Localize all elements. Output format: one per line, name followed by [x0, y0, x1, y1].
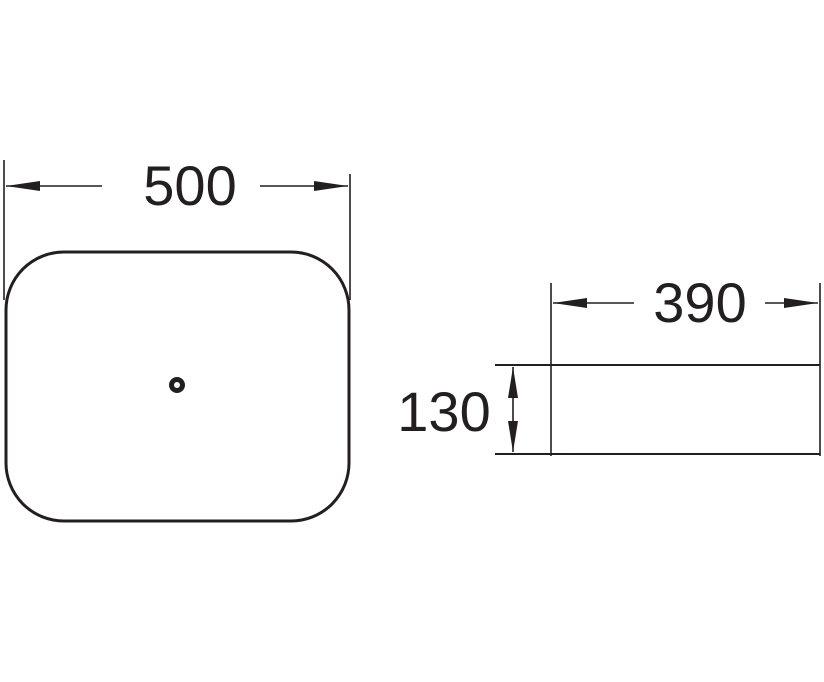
depth-arrow-left: [553, 298, 587, 308]
basin-top-outline: [4, 250, 351, 523]
depth-arrow-right: [784, 298, 818, 308]
height-label: 130: [397, 380, 490, 443]
height-arrow-bottom: [508, 421, 518, 452]
depth-label: 390: [653, 271, 746, 334]
width-arrow-left: [6, 181, 40, 191]
drain-hole-icon: [169, 377, 185, 393]
height-arrow-top: [508, 367, 518, 398]
width-arrow-right: [314, 181, 348, 191]
depth-dimension: 390: [550, 271, 821, 456]
height-dimension: 130: [397, 367, 518, 452]
width-dimension: 500: [3, 154, 351, 300]
width-label: 500: [143, 154, 236, 217]
basin-side-profile: [495, 364, 820, 455]
